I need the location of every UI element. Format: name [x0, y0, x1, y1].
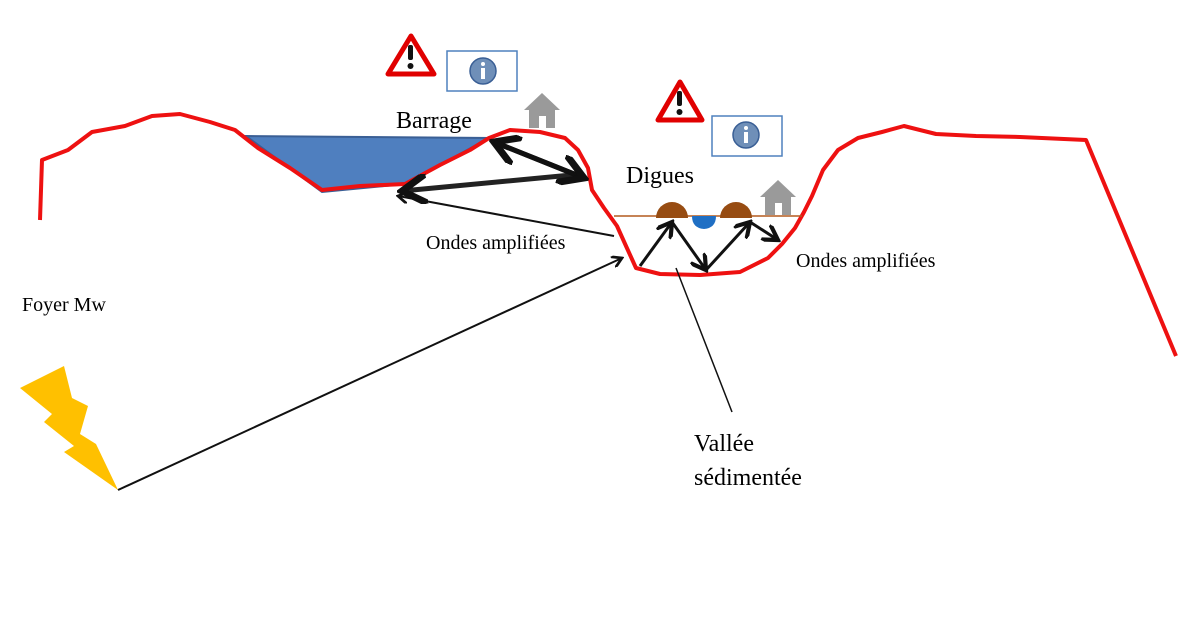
wave-arrow-valley-1 [640, 222, 672, 266]
house-icon [760, 180, 796, 215]
amplified-waves-label-left: Ondes amplifiées [426, 232, 565, 255]
wave-arrow-high-tip [494, 142, 584, 178]
valley-label-line2: sédimentée [694, 462, 802, 494]
seismic-ray-line [118, 258, 622, 490]
focus-magnitude-label: Foyer Mw [22, 294, 106, 317]
levee-right [720, 202, 752, 218]
info-icon[interactable] [712, 116, 782, 156]
river-channel [692, 216, 716, 229]
levees-label: Digues [626, 163, 694, 190]
wave-arrow-reflect-left [398, 196, 614, 236]
house-icon [524, 93, 560, 128]
wave-arrow-valley-4 [750, 222, 778, 240]
valley-pointer-line [676, 268, 732, 412]
amplified-waves-label-right: Ondes amplifiées [796, 250, 935, 273]
levee-left [656, 202, 688, 218]
warning-triangle-icon [658, 82, 702, 120]
wave-arrow-valley-2 [672, 222, 706, 270]
info-icon[interactable] [447, 51, 517, 91]
dam-label: Barrage [396, 108, 472, 135]
wave-arrow-dam-low [402, 174, 582, 191]
lightning-icon [20, 366, 118, 490]
valley-label-line1: Vallée [694, 428, 754, 460]
wave-arrow-valley-3 [706, 222, 750, 270]
warning-triangle-icon [388, 36, 434, 74]
